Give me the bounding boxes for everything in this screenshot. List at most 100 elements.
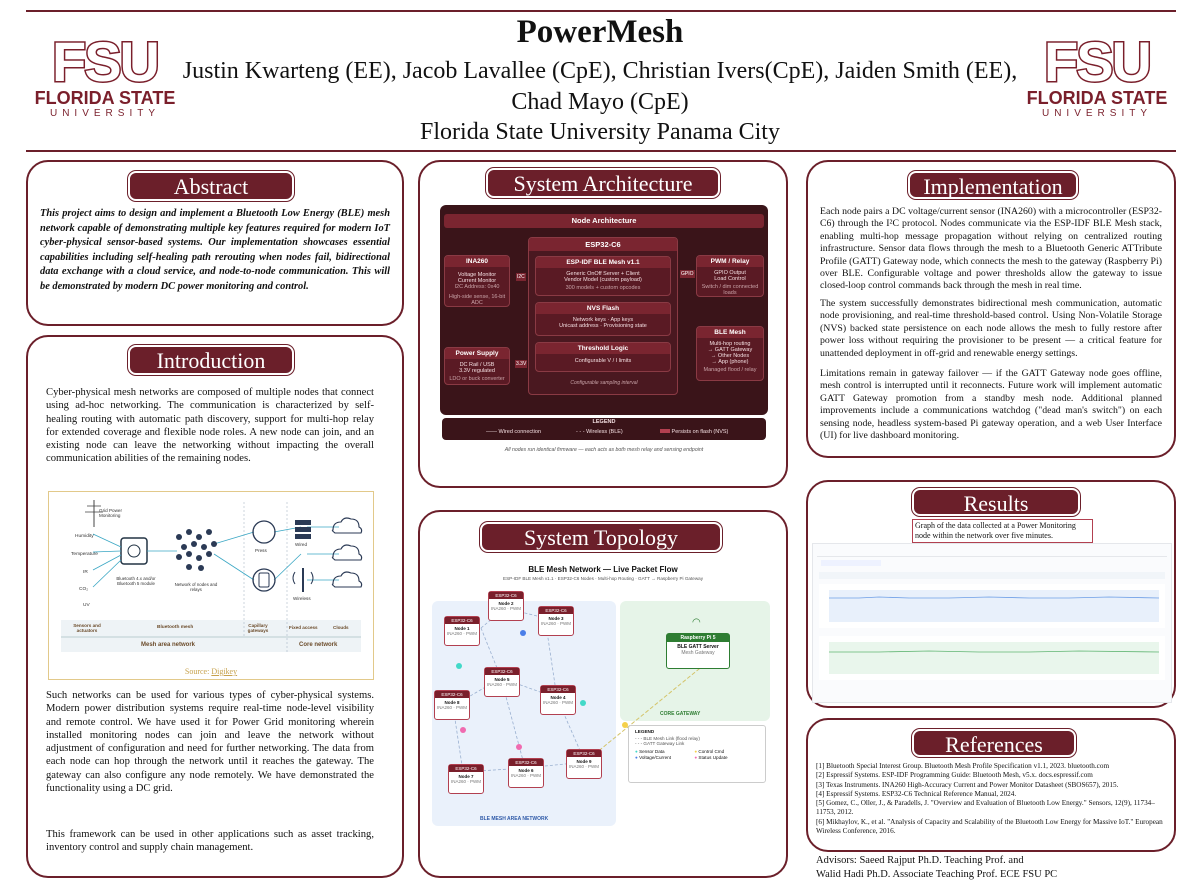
- pwm-line: Switch / dim connected loads: [701, 284, 759, 296]
- fig-label-nodes-relays: Network of nodes and relays: [174, 582, 218, 592]
- pin-3v3: 3.3V: [515, 360, 528, 368]
- implementation-panel: [806, 160, 1176, 458]
- implementation-p3: Limitations remain in gateway failover —…: [820, 368, 1162, 442]
- voltage-chart: [819, 584, 1165, 628]
- fig-label-wireless: Wireless: [293, 596, 311, 601]
- ble-mesh-title: BLE Mesh: [697, 327, 763, 338]
- fig-label-humidity: Humidity: [75, 534, 94, 539]
- results-dashboard-screenshot: [812, 543, 1172, 703]
- ina260-box: INA260 Voltage Monitor Current Monitor I…: [444, 255, 510, 307]
- power-supply-box: Power Supply DC Rail / USB 3.3V regulate…: [444, 347, 510, 385]
- nvs-title: NVS Flash: [536, 303, 670, 314]
- reference-item: [3] Texas Instruments. INA260 High-Accur…: [816, 780, 1119, 789]
- ble-line: → Other Nodes: [710, 353, 750, 359]
- gateway-line: Mesh Gateway: [681, 650, 715, 656]
- legend-row: ● Voltage/Current ● Status Update: [635, 755, 728, 760]
- fsu-logo-university: UNIVERSITY: [1041, 108, 1152, 119]
- fig-label-wired: Wired: [295, 542, 307, 547]
- core-gateway-label: CORE GATEWAY: [660, 711, 701, 717]
- reference-item: [1] Bluetooth Special Interest Group. Bl…: [816, 762, 1110, 770]
- esp32-box: ESP32-C6 ESP-IDF BLE Mesh v1.1 Generic O…: [528, 237, 678, 395]
- wifi-icon: ◠: [692, 617, 701, 628]
- packet-status-dot: [516, 744, 522, 750]
- reference-item: [4] Espressif Systems. ESP32-C6 Technica…: [816, 789, 1017, 798]
- fsu-logo-letters: FSU: [51, 30, 162, 93]
- mesh-area-label: BLE MESH AREA NETWORK: [480, 816, 549, 822]
- reference-item: [5] Gomez, C., Oller, J., & Paradells, J…: [816, 799, 1155, 817]
- implementation-p2: The system successfully demonstrates bid…: [820, 298, 1162, 359]
- figure-source-link[interactable]: Digikey: [211, 667, 238, 676]
- pwm-line: GPIO Output: [714, 270, 746, 276]
- threshold-line: Configurable V / I limits: [574, 358, 632, 364]
- raspberry-pi-gateway[interactable]: Raspberry Pi 5 BLE GATT Server Mesh Gate…: [666, 633, 730, 669]
- dashboard-filter-bar: [819, 572, 1165, 579]
- stack-line: Vendor Model (custom payload): [564, 277, 642, 283]
- pin-i2c: I2C: [516, 273, 526, 281]
- dashboard-toolbar: [817, 548, 1167, 557]
- fig-label-mesh-area: Mesh area network: [141, 642, 196, 648]
- esp32-title: ESP32-C6: [529, 238, 677, 251]
- affiliation: Florida State University Panama City: [420, 119, 780, 145]
- sampling-note: Configurable sampling interval: [570, 380, 638, 386]
- fig-label-fixed: Fixed access: [289, 625, 318, 630]
- abstract-title: Abstract: [128, 171, 294, 201]
- results-caption: Graph of the data collected at a Power M…: [912, 519, 1093, 543]
- fig-label-press: Press: [255, 548, 267, 553]
- topology-diagram-sub: ESP-IDF BLE Mesh v1.1 · ESP32-C6 Nodes ·…: [503, 576, 703, 581]
- stack-line: 300 models + custom opcodes: [565, 285, 641, 291]
- legend-wired: —— Wired connection: [486, 429, 542, 435]
- gateway-title: Raspberry Pi 5: [667, 634, 729, 642]
- references-title: References: [912, 729, 1076, 757]
- fsu-logo-left: FSU FLORIDA STATE UNIVERSITY: [30, 30, 180, 126]
- fsu-logo-name: FLORIDA STATE: [34, 88, 176, 108]
- power-supply-title: Power Supply: [445, 348, 509, 359]
- topology-legend-title: LEGEND: [635, 729, 655, 734]
- fig-label-uv: UV: [83, 603, 90, 608]
- ble-mesh-box: BLE Mesh Multi-hop routing → GATT Gatewa…: [696, 326, 764, 381]
- reference-item: [2] Espressif Systems. ESP-IDF Programmi…: [816, 771, 1093, 780]
- packet-status-dot: [460, 727, 466, 733]
- ble-line: → App (phone): [711, 359, 749, 365]
- reference-item: [6] Mikhaylov, K., et al. "Analysis of C…: [816, 817, 1163, 836]
- fsu-logo-right: FSU FLORIDA STATE UNIVERSITY: [1022, 30, 1172, 126]
- ina260-line: I2C Address: 0x40: [454, 284, 500, 290]
- node-architecture-diagram: Node Architecture INA260 Voltage Monitor…: [440, 205, 768, 415]
- introduction-p3: This framework can be used in other appl…: [46, 829, 374, 854]
- fig-label-sensors: Sensors and actuators: [73, 623, 101, 633]
- fig-label-capillary: Capillary gateways: [247, 623, 269, 633]
- current-chart: [819, 636, 1165, 680]
- legend-gatt-link: - - - GATT Gateway Link: [635, 741, 685, 746]
- packet-sensor-dot: [580, 700, 586, 706]
- arch-legend: LEGEND —— Wired connection - - - Wireles…: [442, 418, 766, 440]
- fig-label-temperature: Temperature: [71, 552, 98, 557]
- ina260-line: High-side sense, 16-bit ADC: [448, 294, 506, 306]
- arch-banner: Node Architecture: [444, 214, 764, 228]
- pwm-relay-box: PWM / Relay GPIO Output Load Control Swi…: [696, 255, 764, 297]
- nvs-box: NVS Flash Network keys · App keys Unicas…: [535, 302, 671, 336]
- fig-label-grid: Grid Power Monitoring: [99, 508, 122, 518]
- stack-line: Generic OnOff Server + Client: [566, 271, 640, 277]
- gateway-line: BLE GATT Server: [677, 644, 719, 650]
- ina260-line: Voltage Monitor: [457, 272, 497, 278]
- figure-source-label: Source:: [184, 667, 210, 676]
- ble-line: → GATT Gateway: [707, 347, 753, 353]
- pwm-line: Load Control: [714, 276, 746, 282]
- fsu-logo-letters: FSU: [1043, 30, 1154, 93]
- psu-line: LDO or buck converter: [449, 376, 505, 382]
- authors-line-2: Chad Mayo (CpE): [511, 89, 689, 115]
- topology-legend: LEGEND - - - BLE Mesh Link (flood relay)…: [628, 725, 766, 783]
- abstract-text: This project aims to design and implemen…: [40, 208, 390, 292]
- implementation-p1: Each node pairs a DC voltage/current sen…: [820, 206, 1162, 292]
- legend-nvs: Persists on flash (NVS): [660, 429, 728, 435]
- ina260-line: Current Monitor: [457, 278, 497, 284]
- legend-row: ● Sensor Data ● Control Cmd: [635, 749, 725, 754]
